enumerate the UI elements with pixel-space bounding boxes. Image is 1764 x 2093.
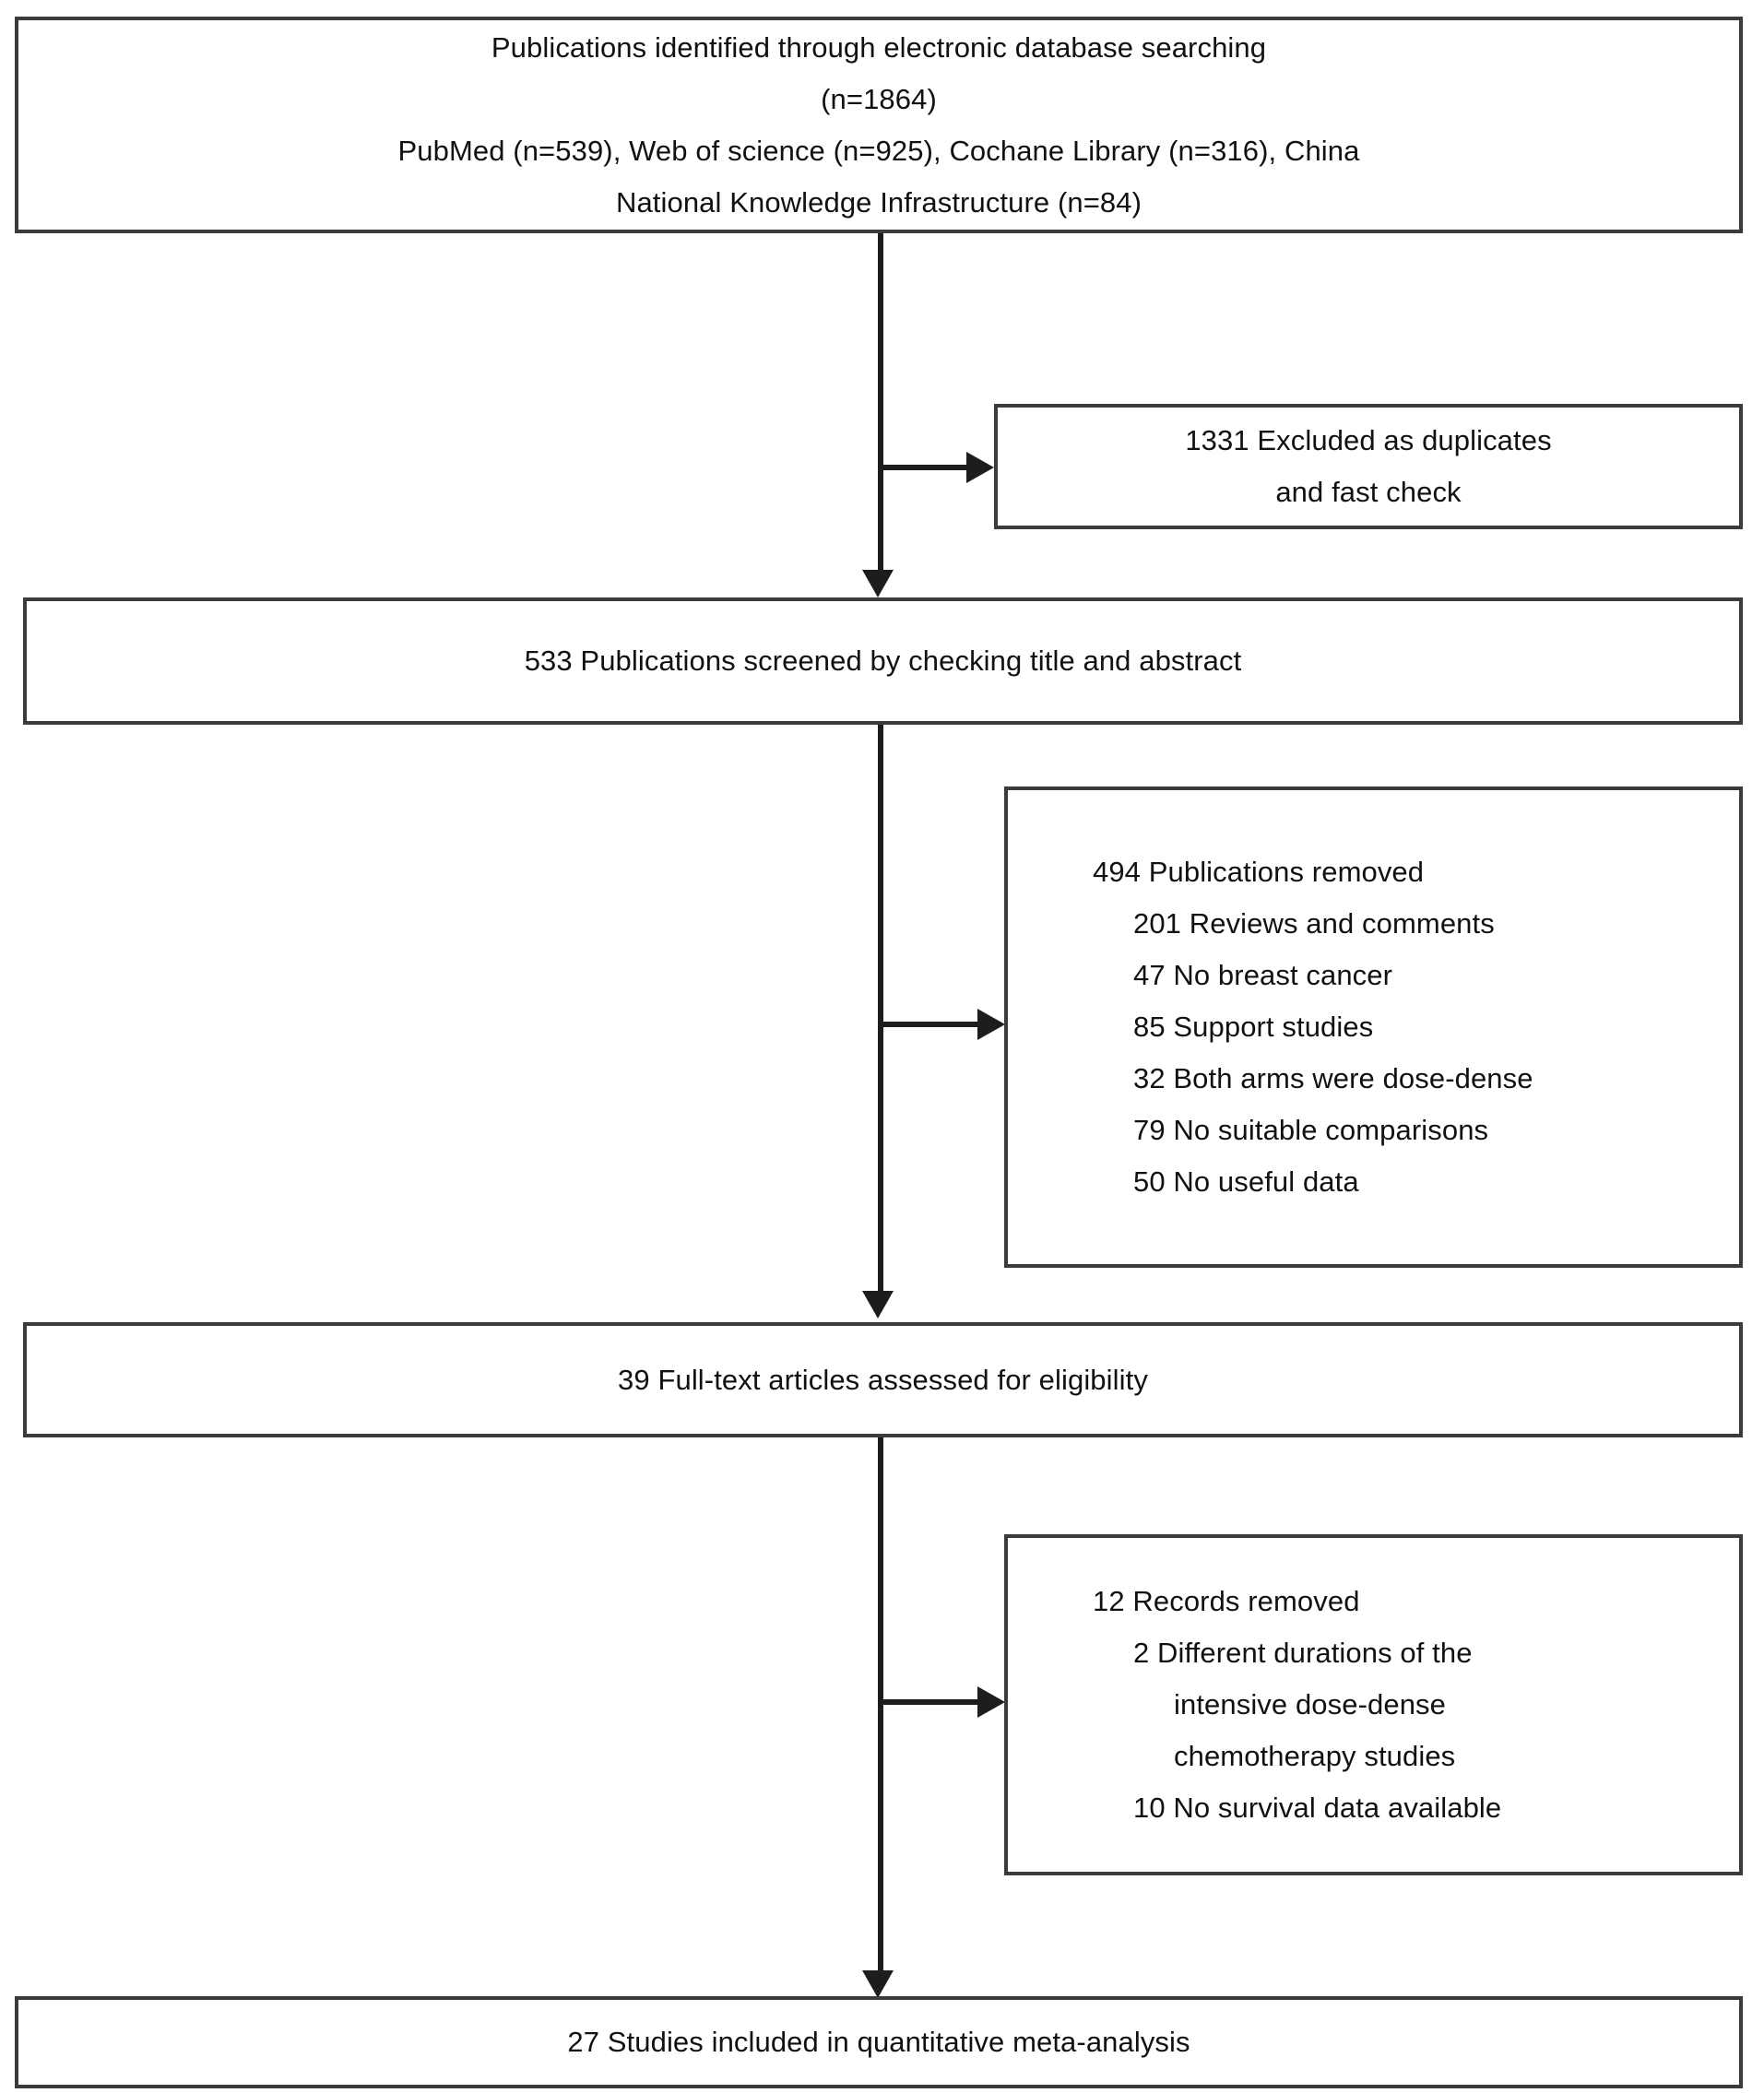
eligibility-box: 39 Full-text articles assessed for eligi…: [23, 1322, 1743, 1437]
records-removed-reason-3: chemotherapy studies: [1174, 1740, 1456, 1772]
arrow-down-to-screening: [862, 570, 894, 597]
arrow-down-to-included: [862, 1970, 894, 1998]
identification-line-4: National Knowledge Infrastructure (n=84): [615, 185, 1142, 219]
screening-box: 533 Publications screened by checking ti…: [23, 597, 1743, 725]
duplicates-excluded-box: 1331 Excluded as duplicates and fast che…: [994, 404, 1743, 529]
duplicates-line-1: 1331 Excluded as duplicates: [1185, 424, 1552, 456]
duplicates-line-2: and fast check: [1275, 476, 1462, 508]
identification-line-3: PubMed (n=539), Web of science (n=925), …: [397, 134, 1360, 167]
included-box: 27 Studies included in quantitative meta…: [15, 1996, 1743, 2088]
connector-eligibility-to-included: [878, 1437, 883, 1977]
publications-removed-reason-3: 85 Support studies: [1133, 1011, 1374, 1043]
connector-to-duplicates-box: [878, 465, 970, 470]
identification-line-1: Publications identified through electron…: [491, 30, 1267, 64]
connector-screening-to-eligibility: [878, 725, 883, 1296]
identification-line-2: (n=1864): [821, 82, 937, 115]
publications-removed-reason-4: 32 Both arms were dose-dense: [1133, 1062, 1533, 1094]
arrow-right-to-publications-removed: [977, 1009, 1005, 1040]
publications-removed-reason-6: 50 No useful data: [1133, 1165, 1359, 1198]
records-removed-reason-2: intensive dose-dense: [1174, 1688, 1446, 1721]
arrow-right-to-duplicates: [966, 452, 994, 483]
records-removed-reason-4: 10 No survival data available: [1133, 1791, 1502, 1824]
identification-box: Publications identified through electron…: [15, 17, 1743, 233]
records-removed-reason-1: 2 Different durations of the: [1133, 1637, 1473, 1669]
publications-removed-reason-2: 47 No breast cancer: [1133, 959, 1393, 991]
connector-to-records-removed-box: [878, 1699, 981, 1705]
records-removed-box: 12 Records removed 2 Different durations…: [1004, 1534, 1743, 1875]
connector-identification-to-screening: [878, 233, 883, 574]
publications-removed-heading: 494 Publications removed: [1093, 856, 1425, 888]
publications-removed-reason-1: 201 Reviews and comments: [1133, 907, 1495, 940]
publications-removed-reason-5: 79 No suitable comparisons: [1133, 1114, 1489, 1146]
arrow-down-to-eligibility: [862, 1291, 894, 1318]
records-removed-heading: 12 Records removed: [1093, 1585, 1360, 1617]
eligibility-line-1: 39 Full-text articles assessed for eligi…: [618, 1363, 1148, 1396]
screening-line-1: 533 Publications screened by checking ti…: [524, 644, 1242, 677]
connector-to-publications-removed-box: [878, 1022, 981, 1027]
publications-removed-box: 494 Publications removed 201 Reviews and…: [1004, 786, 1743, 1268]
arrow-right-to-records-removed: [977, 1686, 1005, 1718]
included-line-1: 27 Studies included in quantitative meta…: [567, 2026, 1190, 2058]
